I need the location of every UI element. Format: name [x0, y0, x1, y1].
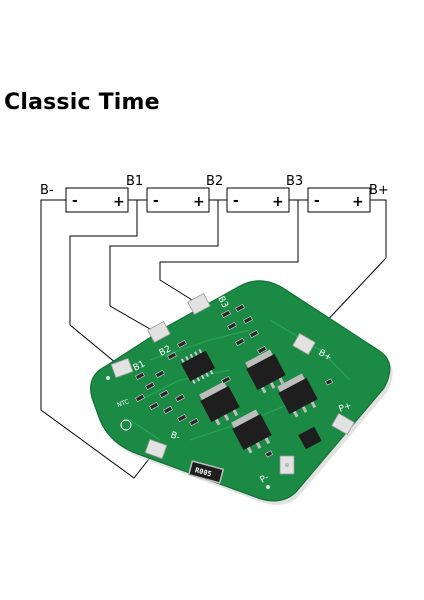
wire-b-minus: [40, 199, 157, 479]
battery-cell-4: - +: [307, 187, 371, 213]
page-title: Classic Time: [4, 90, 160, 115]
pad-p-plus: P+: [331, 401, 355, 436]
cell-2-plus: +: [193, 194, 205, 210]
svg-text:B3: B3: [215, 295, 229, 310]
mosfet-2: [277, 373, 318, 418]
battery-cell-2: - +: [146, 187, 210, 213]
svg-text:B1: B1: [132, 359, 147, 373]
pcb-board: B3 B2 B1 B+ P+ P- B-: [90, 280, 393, 505]
wire-b-plus: [304, 199, 387, 345]
label-b1: B1: [126, 174, 143, 189]
cell-2-minus: -: [153, 193, 159, 209]
mosfet-3: [199, 381, 240, 426]
cell-1-minus: -: [72, 193, 78, 209]
control-ic: [180, 348, 216, 384]
pad-b3: B3: [187, 293, 230, 315]
cell-3-plus: +: [272, 194, 284, 210]
pad-b-minus: B-: [144, 430, 181, 460]
label-b-minus: B-: [40, 183, 54, 198]
cell-3-minus: -: [233, 193, 239, 209]
label-b3: B3: [286, 174, 303, 189]
wire-b2: [109, 200, 219, 334]
label-b-plus: B+: [369, 183, 389, 198]
battery-cell-3: - +: [226, 187, 290, 213]
battery-cell-1: - +: [65, 187, 129, 213]
svg-text:B-: B-: [169, 430, 181, 443]
wires: [40, 199, 387, 479]
wire-b3: [159, 200, 299, 304]
mosfet-4: [231, 409, 272, 454]
ntc-marker: NTC: [116, 398, 132, 431]
cell-1-plus: +: [113, 194, 125, 210]
cell-4-minus: -: [314, 193, 320, 209]
smd-components: [135, 303, 333, 458]
wire-b1: [69, 200, 138, 369]
svg-text:NTC: NTC: [116, 398, 130, 409]
svg-text:P+: P+: [338, 401, 354, 415]
pad-b1: B1: [110, 357, 147, 379]
mosfet-1: [245, 349, 286, 394]
label-b2: B2: [206, 174, 223, 189]
sense-resistor: R005: [187, 460, 225, 484]
cell-4-plus: +: [352, 194, 364, 210]
small-ic: [298, 426, 322, 450]
